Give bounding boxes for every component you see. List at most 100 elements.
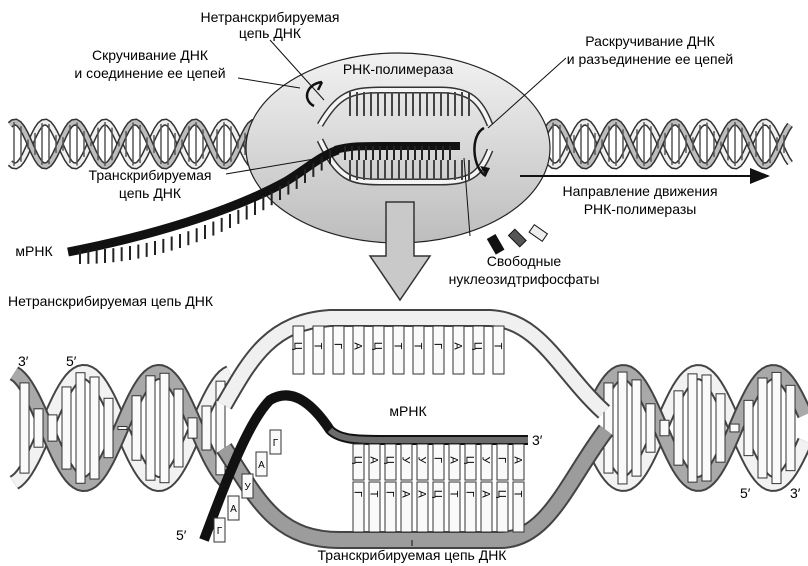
base-pair — [62, 387, 71, 469]
top-strand-base — [333, 326, 344, 374]
base-letter: Ц — [496, 490, 508, 498]
base-letter: Г — [217, 526, 223, 537]
label-unwinding-1: Раскручивание ДНК — [585, 33, 715, 49]
base-letter: Т — [312, 343, 324, 350]
base-pair — [758, 378, 767, 478]
label-5-mrna: 5′ — [176, 527, 187, 543]
label-template-top-2: цепь ДНК — [119, 185, 182, 201]
base-pair — [202, 406, 211, 450]
base-letter: Г — [352, 491, 364, 497]
label-twisting-1: Скручивание ДНК — [92, 47, 209, 63]
label-nontemplate-top-2: цепь ДНК — [239, 25, 302, 41]
base-pair — [20, 383, 29, 473]
template-base — [369, 482, 380, 532]
base-letter: А — [448, 456, 460, 464]
label-twisting-2: и соединение ее цепей — [74, 65, 225, 81]
template-base — [385, 482, 396, 532]
base-pair — [660, 420, 669, 436]
label-nontemplate-top-1: Нетранскрибируемая — [201, 9, 340, 25]
base-letter: Г — [432, 343, 444, 349]
base-pair — [632, 380, 641, 476]
base-pair — [618, 372, 627, 484]
label-free-ntp-1: Свободные — [487, 253, 562, 269]
base-pair — [772, 372, 781, 483]
base-letter: У — [416, 457, 428, 465]
base-pair — [104, 398, 113, 457]
base-letter: Т — [492, 343, 504, 350]
base-letter: Г — [332, 343, 344, 349]
base-pair — [34, 409, 43, 447]
top-strand-base — [313, 326, 324, 374]
template-base — [449, 482, 460, 532]
base-letter: Т — [512, 491, 524, 498]
base-letter: Т — [392, 343, 404, 350]
top-strand-base — [433, 326, 444, 374]
base-pair — [744, 400, 753, 455]
base-letter: У — [400, 457, 412, 465]
top-strand-base — [493, 326, 504, 374]
label-nontemplate-bottom: Нетранскрибируемая цепь ДНК — [8, 293, 214, 309]
base-pair — [76, 373, 85, 484]
base-letter: Т — [448, 491, 460, 498]
base-letter: А — [480, 490, 492, 498]
template-base — [353, 482, 364, 532]
top-strand-base — [353, 326, 364, 374]
label-template-top-1: Транскрибируемая — [89, 167, 212, 183]
top-strand-base — [413, 326, 424, 374]
base-letter: Ц — [472, 342, 484, 350]
base-letter: Г — [384, 491, 396, 497]
base-letter: У — [244, 482, 251, 493]
base-letter: Г — [273, 438, 279, 449]
base-pair — [160, 373, 169, 482]
top-strand-base — [393, 326, 404, 374]
base-letter: Ц — [432, 490, 444, 498]
bottom-panel: ЦТГАЦТТГАЦТ ГТГААЦТГАЦТ ЦАЦУУГАЦУГА ГАУА… — [14, 318, 805, 542]
base-letter: Т — [368, 491, 380, 498]
label-mrna-bottom: мРНК — [389, 403, 427, 419]
base-pair — [174, 389, 183, 467]
label-3-right: 3′ — [790, 485, 801, 501]
base-letter: А — [400, 490, 412, 498]
template-base — [465, 482, 476, 532]
base-letter: А — [230, 504, 237, 515]
base-pair — [146, 376, 155, 480]
base-pair — [48, 415, 57, 441]
base-pair — [604, 383, 613, 473]
base-pair — [702, 375, 711, 481]
base-pair — [90, 377, 99, 479]
label-unwinding-2: и разъединение ее цепей — [567, 51, 734, 67]
label-direction-2: РНК-полимеразы — [584, 201, 697, 217]
base-letter: Ц — [372, 342, 384, 350]
label-3-mrna: 3′ — [532, 432, 543, 448]
template-base — [513, 482, 524, 532]
base-letter: Ц — [352, 456, 364, 464]
base-letter: А — [416, 490, 428, 498]
label-mrna-top: мРНК — [15, 243, 53, 259]
free-nucleotides-icon — [487, 225, 548, 255]
base-letter: Ц — [292, 342, 304, 350]
label-free-ntp-2: нуклеозидтрифосфаты — [449, 271, 600, 287]
label-template-bottom: Транскрибируемая цепь ДНК — [318, 547, 508, 563]
base-pair — [716, 394, 725, 462]
label-3-top-left: 3′ — [18, 353, 29, 369]
base-pair — [674, 391, 683, 465]
base-pair — [786, 385, 795, 470]
base-letter: А — [352, 342, 364, 350]
label-rna-polymerase: РНК-полимераза — [343, 61, 454, 77]
base-letter: У — [480, 457, 492, 465]
base-letter: Г — [432, 457, 444, 463]
base-letter: А — [452, 342, 464, 350]
base-letter: Г — [464, 491, 476, 497]
base-letter: А — [258, 460, 265, 471]
base-letter: А — [368, 456, 380, 464]
base-letter: Г — [496, 457, 508, 463]
base-pair — [646, 404, 655, 452]
mrna-bottom — [204, 395, 528, 540]
base-letter: Ц — [464, 456, 476, 464]
base-letter: Т — [412, 343, 424, 350]
base-pair — [730, 424, 739, 432]
base-letter: А — [512, 456, 524, 464]
label-direction-1: Направление движения — [562, 183, 717, 199]
label-5-top-left: 5′ — [66, 353, 77, 369]
